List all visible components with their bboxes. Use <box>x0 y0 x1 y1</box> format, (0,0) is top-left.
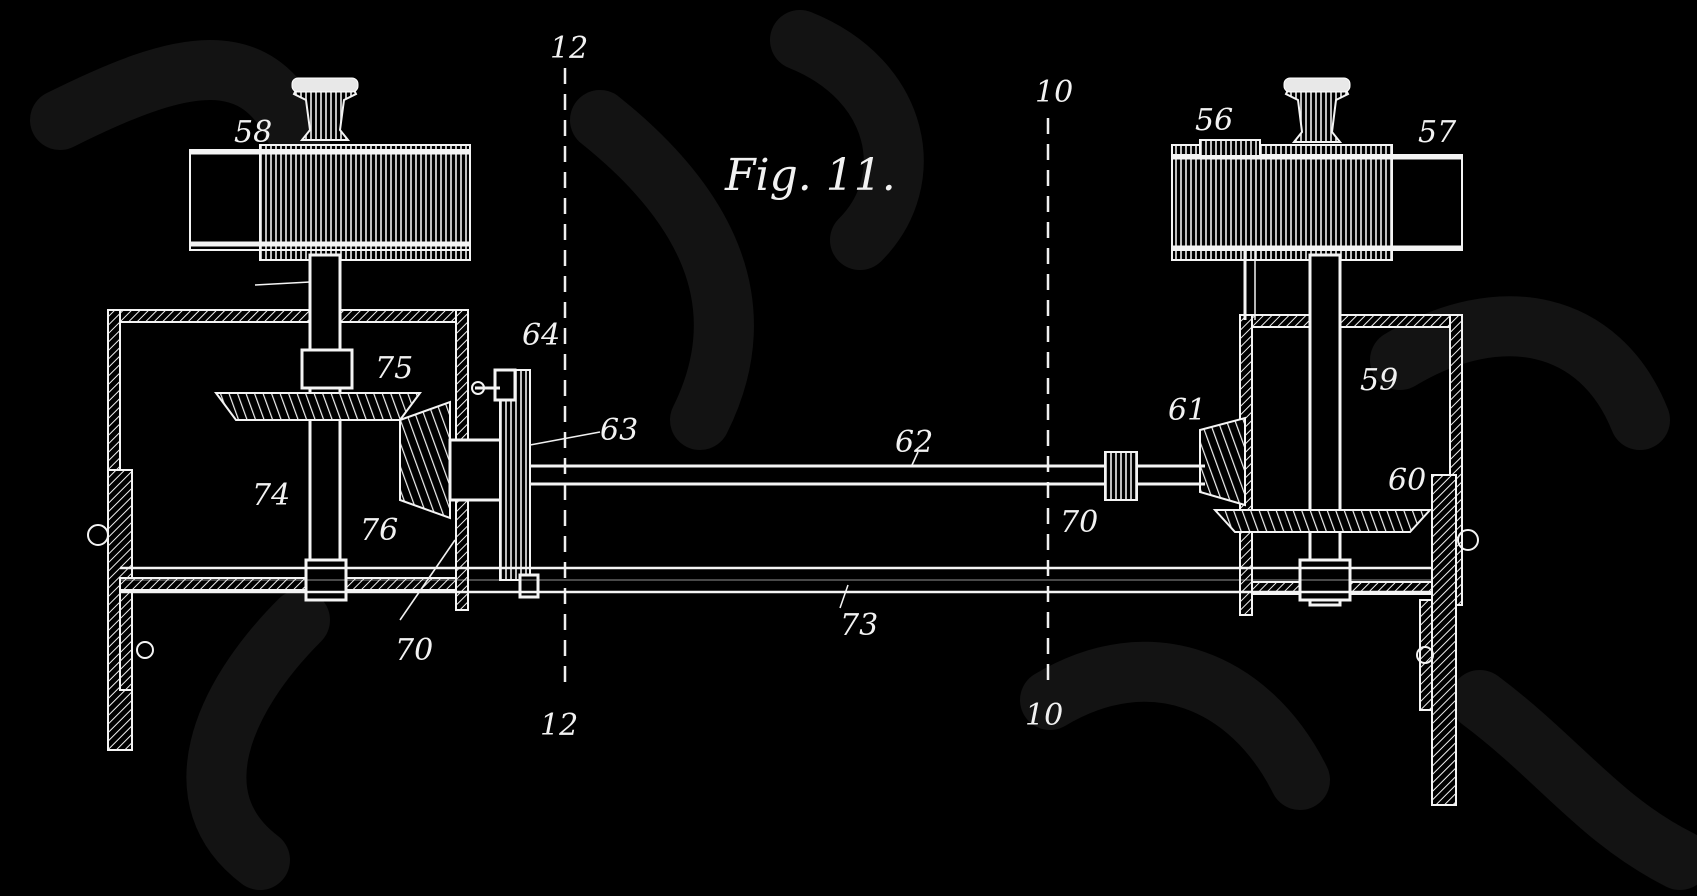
right-vertical-shaft <box>1243 250 1352 607</box>
label-10-top: 10 <box>1035 75 1073 110</box>
right-bevel-gears <box>1199 416 1433 533</box>
label-75: 75 <box>375 351 413 386</box>
label-64: 64 <box>522 318 560 353</box>
label-61: 61 <box>1168 393 1206 428</box>
label-57: 57 <box>1418 115 1457 150</box>
label-70-left: 70 <box>395 633 433 668</box>
section-lines <box>563 68 1050 690</box>
right-drum <box>1171 77 1463 261</box>
background-watermark <box>30 10 1697 890</box>
shaft-73 <box>120 566 1432 609</box>
label-59: 59 <box>1360 363 1398 398</box>
shaft-62 <box>530 451 1205 501</box>
left-drum <box>189 77 471 261</box>
reference-labels: 58 12 10 56 57 64 75 63 62 61 59 74 76 6… <box>234 31 1457 743</box>
wheel-63 <box>471 368 540 599</box>
leader-lines <box>399 431 919 621</box>
label-76: 76 <box>360 513 398 548</box>
label-62: 62 <box>895 425 933 460</box>
label-60: 60 <box>1388 463 1426 498</box>
label-74: 74 <box>252 478 290 513</box>
label-10-bottom: 10 <box>1025 698 1063 733</box>
label-56: 56 <box>1195 103 1233 138</box>
left-bevel-gears <box>214 392 512 520</box>
label-12-bottom: 12 <box>540 708 578 743</box>
label-58: 58 <box>234 115 272 150</box>
figure-title: Fig. 11. <box>724 150 896 201</box>
label-70-center: 70 <box>1060 505 1098 540</box>
left-vertical-shaft <box>254 253 354 602</box>
label-73: 73 <box>840 608 878 643</box>
label-12-top: 12 <box>550 31 588 66</box>
label-63: 63 <box>600 413 638 448</box>
